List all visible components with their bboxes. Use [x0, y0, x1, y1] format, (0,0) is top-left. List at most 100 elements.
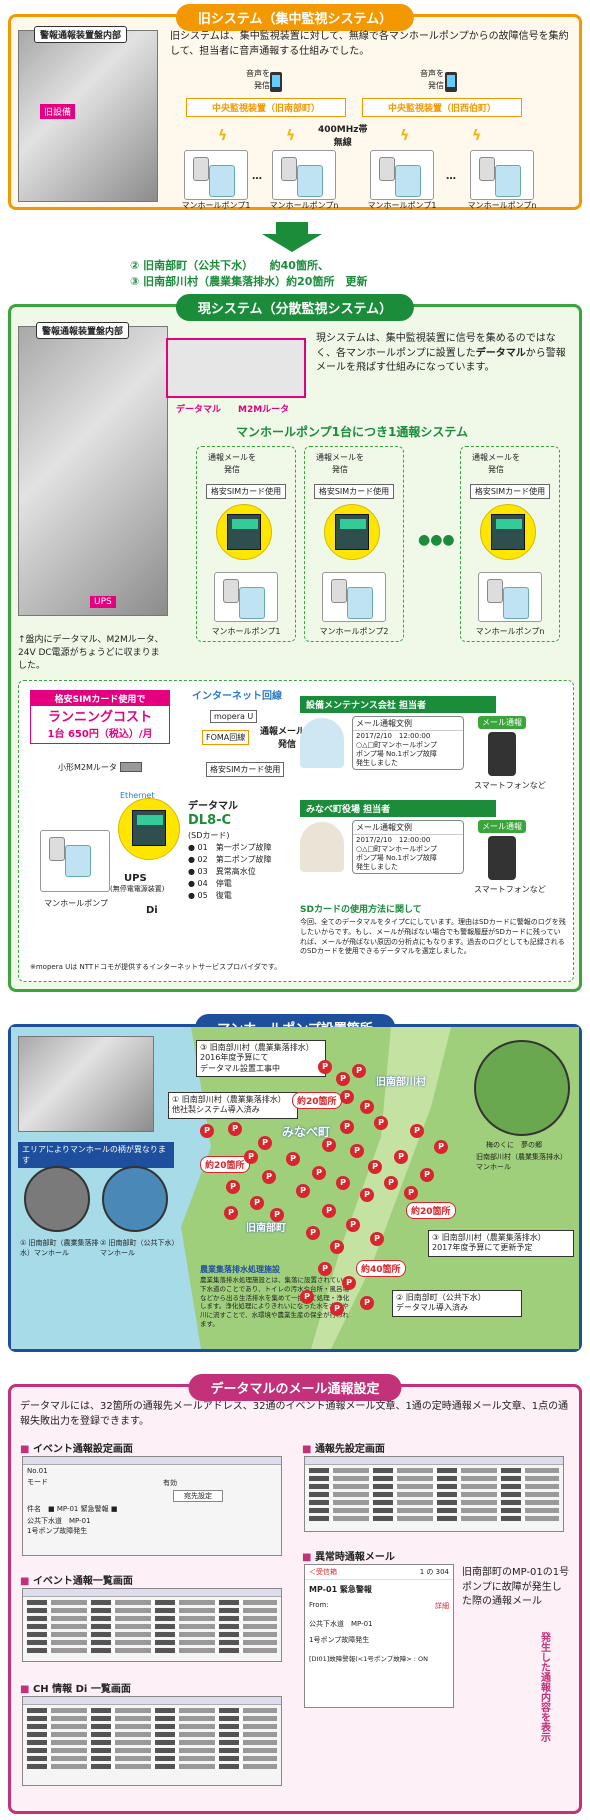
current-photo-label: 警報通報装置盤内部 [36, 322, 130, 339]
worker-avatar [300, 718, 344, 768]
sd-title: SDカードの使用方法に関して [300, 905, 422, 915]
smartphone-label: スマートフォンなど [474, 885, 546, 894]
mail-example-label: メール通報文例 [353, 717, 463, 731]
ch-list-screen [22, 1696, 282, 1786]
pump-label: マンホールポンプn [269, 201, 339, 210]
ups-sub: (無停電電源装置) [110, 885, 165, 893]
pump-location-pin: P [336, 1072, 350, 1086]
ann3-b: 2017年度予算にて更新予定 [432, 1243, 533, 1253]
pump-label: マンホールポンプn [475, 627, 545, 636]
pump-location-pin: P [286, 1152, 300, 1166]
old-equipment-tag: 旧設備 [40, 104, 76, 119]
voice-send-2: 音声を 発信 [420, 69, 444, 90]
smartphone-icon [488, 732, 516, 776]
pump-system-box-2 [304, 446, 404, 642]
pump-location-pin: P [270, 1208, 284, 1222]
datamaru-device-icon [491, 514, 525, 550]
pump-location-pin: P [262, 1170, 276, 1184]
heading-event-list: イベント通報一覧画面 [20, 1572, 133, 1587]
manhole-pump-icon [184, 150, 248, 200]
central-monitor-2: 中央監視装置（旧西伯町） [362, 98, 522, 117]
update-line-2: ③ 旧南部川村（農業集落排水）約20箇所 更新 [130, 275, 368, 288]
ups-tag: UPS [90, 596, 116, 608]
pump-label: マンホールポンプn [467, 201, 537, 210]
mail-send-label: 通報メールを 発信 [472, 453, 520, 474]
manhole-cover-1 [24, 1166, 90, 1232]
mail-example-label: メール通報文例 [353, 821, 463, 835]
cover-label-1: ① 旧南部町（農業集落排水）マンホール [20, 1239, 99, 1258]
facility-title: 農業集落排水処理施設 [200, 1265, 280, 1274]
title-bar [23, 1457, 281, 1465]
panel-caption: ↑盤内にデータマル、M2Mルータ、24V DC電源がちょうどに収まりました。 [18, 635, 164, 672]
inbox-back-button[interactable]: ＜受信箱 [309, 1568, 337, 1576]
dt-channel-1: ● 01 第一ポンプ故障 [188, 843, 272, 852]
mail-badge: メール通報 [478, 820, 526, 833]
detail-mail-send: 通報メールを 発信 [260, 727, 315, 751]
ann1-c: データマル設置工事中 [200, 1063, 280, 1073]
count-badge: 約20箇所 [292, 1092, 342, 1109]
screen-body-2: 1号ポンプ故障発生 [27, 1527, 88, 1535]
vertical-note: 発生した通報内容を表示 [538, 1632, 550, 1742]
mail-badge: メール通報 [478, 716, 526, 729]
update-line-1: ② 旧南部町（公共下水） 約40箇所、 [130, 259, 329, 272]
datamaru-device-icon [227, 514, 261, 550]
title-bar [305, 1457, 563, 1465]
mail-detail-link[interactable]: 詳細 [435, 1602, 449, 1610]
pump-system-box-1 [196, 446, 296, 642]
heading-event-setting: イベント通報設定画面 [20, 1440, 133, 1455]
pump-location-pin: P [322, 1204, 336, 1218]
screen-subject: 件名 ■ MP-01 緊急警報 ■ [27, 1505, 118, 1513]
alert-mail-phone: ＜受信箱 1 の 304 MP-01 緊急警報 From: 詳細 公共下水道 M… [304, 1564, 454, 1708]
pump-location-pin: P [318, 1060, 332, 1074]
lightning-icon: ϟ [286, 128, 296, 144]
title-bar [23, 1697, 281, 1705]
lightning-icon: ϟ [218, 128, 228, 144]
manhole-pump-icon [272, 150, 336, 200]
mail-example-body: 2017/2/10 12:00:00 ○△□町マンホールポンプ ポンプ場 No.… [356, 732, 437, 768]
pump-location-pin: P [336, 1176, 350, 1190]
manhole-cover-2 [102, 1166, 168, 1232]
town-name: みなべ町 [282, 1125, 331, 1139]
worker-avatar [300, 822, 344, 872]
cover3-text: 梅のくに 夢の郷 [486, 1141, 542, 1149]
outdoor-panel-photo [18, 1036, 154, 1132]
pump-location-pin: P [312, 1166, 326, 1180]
pump-location-pin: P [340, 1090, 354, 1104]
screen-no: No.01 [27, 1467, 48, 1475]
cover-banner: エリアによりマンホールの柄が異なります [18, 1142, 174, 1168]
datamaru-device-icon [132, 810, 166, 846]
dt-channel-2: ● 02 第二ポンプ故障 [188, 855, 272, 864]
pump-location-pin: P [226, 1180, 240, 1194]
dt-name: データマル [188, 801, 238, 812]
one-per-pump-title: マンホールポンプ1台につき1通報システム [236, 425, 468, 439]
smartphone-icon [488, 836, 516, 880]
old-system-title: 旧システム（集中監視システム） [175, 4, 415, 31]
event-setting-screen: No.01 モード 有効 宛先設定 件名 ■ MP-01 緊急警報 ■ 公共下水… [22, 1456, 282, 1556]
detail-sim: 格安SIMカード使用 [206, 762, 285, 777]
cover-label-3: 旧南部川村（農業集落排水）マンホール [476, 1153, 567, 1172]
ann1-a: ③ 旧南部川村（農業集落排水） [200, 1043, 314, 1052]
screen-dest-button[interactable]: 宛先設定 [173, 1490, 223, 1502]
ann1-b: 2016年度予算にて [200, 1053, 269, 1063]
pump-location-pin: P [352, 1064, 366, 1078]
pump-label: マンホールポンプ1 [211, 627, 281, 636]
old-photo-label: 警報通報装置盤内部 [34, 26, 128, 43]
pump-location-pin: P [384, 1176, 398, 1190]
pump-location-pin: P [318, 1262, 332, 1276]
pump-label: マンホールポンプ1 [367, 201, 437, 210]
down-arrow-icon [262, 222, 322, 252]
lightning-icon: ϟ [400, 128, 410, 144]
company1-header: 設備メンテナンス会社 担当者 [300, 696, 496, 713]
pump-location-pin: P [370, 1232, 384, 1246]
sim-label: 格安SIMカード使用 [206, 484, 286, 499]
pump-location-pin: P [360, 1296, 374, 1310]
annotation-2: ① 旧南部川村（農業集落排水） 他社製システム導入済み [168, 1092, 298, 1119]
phone-icon [445, 72, 457, 92]
mail-example-body: 2017/2/10 12:00:00 ○△□町マンホールポンプ ポンプ場 No.… [356, 836, 437, 872]
screen-body-1: 公共下水道 MP-01 [27, 1517, 91, 1525]
pump-location-pin: P [350, 1144, 364, 1158]
pump-location-pin: P [322, 1138, 336, 1152]
dt-channel-3: ● 03 異常高水位 [188, 867, 256, 876]
mail-subject: MP-01 緊急警報 [309, 1585, 372, 1594]
mail-send-label: 通報メールを 発信 [208, 453, 256, 474]
